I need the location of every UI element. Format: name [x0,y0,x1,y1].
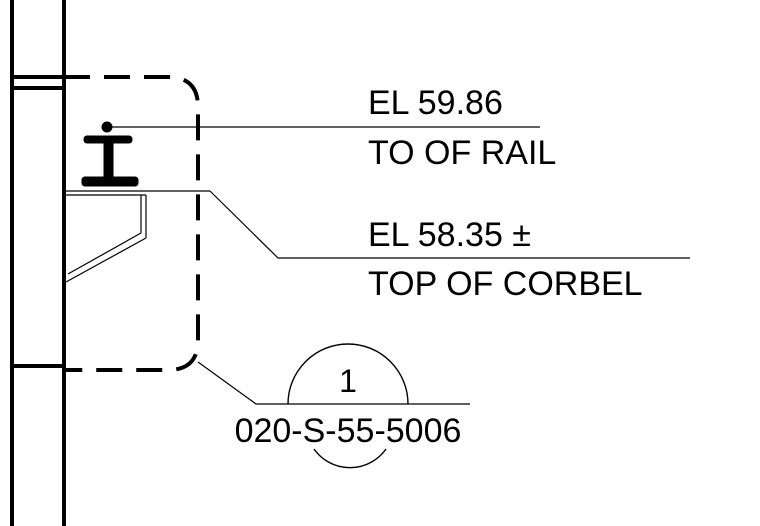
crane-rail [81,121,139,187]
detail-reference-symbol [287,343,409,469]
detail-sheet-reference: 020-S-55-5006 [235,412,462,450]
column-lines [10,0,66,526]
rail-web [103,141,114,181]
detail-enclosure-outline [64,75,200,372]
corbel-leader [209,190,690,259]
rail-base [81,176,139,187]
corbel-slope [65,237,147,283]
detail-number: 1 [339,363,357,399]
detail-reference-leader [197,361,470,405]
detail-bubble-lower-arc [313,448,387,469]
corbel-elevation-label: EL 58.35 ± [368,216,531,254]
corbel-slope-inner [67,232,142,275]
corbel [64,190,210,283]
corbel-description-label: TOP OF CORBEL [368,265,643,303]
detail-bubble-upper-arc [287,343,409,405]
leader-lines [107,126,690,405]
rail-elevation-label: EL 59.86 [368,84,503,122]
rail-description-label: TO OF RAIL [368,134,556,172]
